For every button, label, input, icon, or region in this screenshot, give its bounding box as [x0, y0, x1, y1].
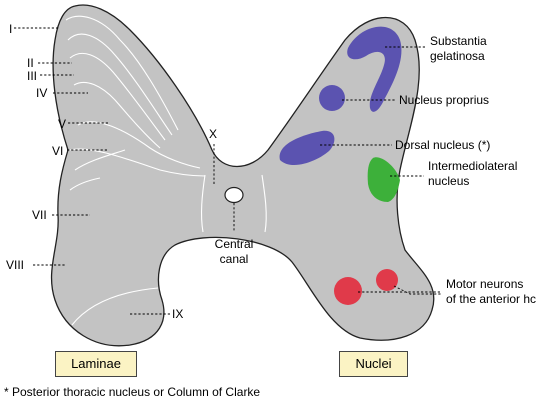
intermediolateral-label-line1: Intermediolateral — [428, 159, 517, 173]
motor-neurons-label-line1: Motor neurons — [446, 277, 523, 291]
motor-neuron-small — [376, 269, 398, 291]
nucleus-proprius-shape — [319, 85, 345, 111]
motor-neurons-label-line2: of the anterior hc — [446, 292, 536, 306]
substantia-gelatinosa-label-line2: gelatinosa — [430, 49, 485, 63]
nuclei-leaders — [320, 46, 442, 295]
lamina-label-ix: IX — [172, 307, 183, 321]
central-canal-label-line2: canal — [220, 252, 249, 266]
lamina-label-i: I — [9, 22, 12, 36]
lamina-label-vi: VI — [52, 144, 63, 158]
central-canal-label-line1: Central — [215, 237, 254, 251]
lamina-label-vii: VII — [32, 208, 47, 222]
central-canal — [224, 186, 244, 204]
nuclei-box: Nuclei — [339, 351, 408, 377]
dorsal-nucleus-shape — [279, 130, 335, 166]
lamina-label-iii: III — [27, 69, 37, 83]
lamina-label-v: V — [58, 117, 66, 131]
dorsal-nucleus-label: Dorsal nucleus (*) — [395, 138, 490, 152]
lamina-label-x: X — [209, 127, 217, 141]
intermediolateral-label-line2: nucleus — [428, 174, 469, 188]
lamina-label-ii: II — [27, 56, 34, 70]
intermediolateral-nucleus-shape — [367, 157, 400, 202]
lamina-label-viii: VIII — [6, 258, 24, 272]
footnote: * Posterior thoracic nucleus or Column o… — [4, 385, 261, 399]
lamina-boundaries — [65, 15, 267, 326]
laminae-box: Laminae — [55, 351, 137, 377]
lamina-label-iv: IV — [36, 86, 47, 100]
substantia-gelatinosa-label-line1: Substantia — [430, 34, 487, 48]
substantia-gelatinosa-shape — [347, 26, 402, 112]
motor-neuron-large — [334, 277, 362, 305]
lamina-leaders — [14, 27, 235, 315]
nucleus-proprius-label: Nucleus proprius — [399, 93, 489, 107]
